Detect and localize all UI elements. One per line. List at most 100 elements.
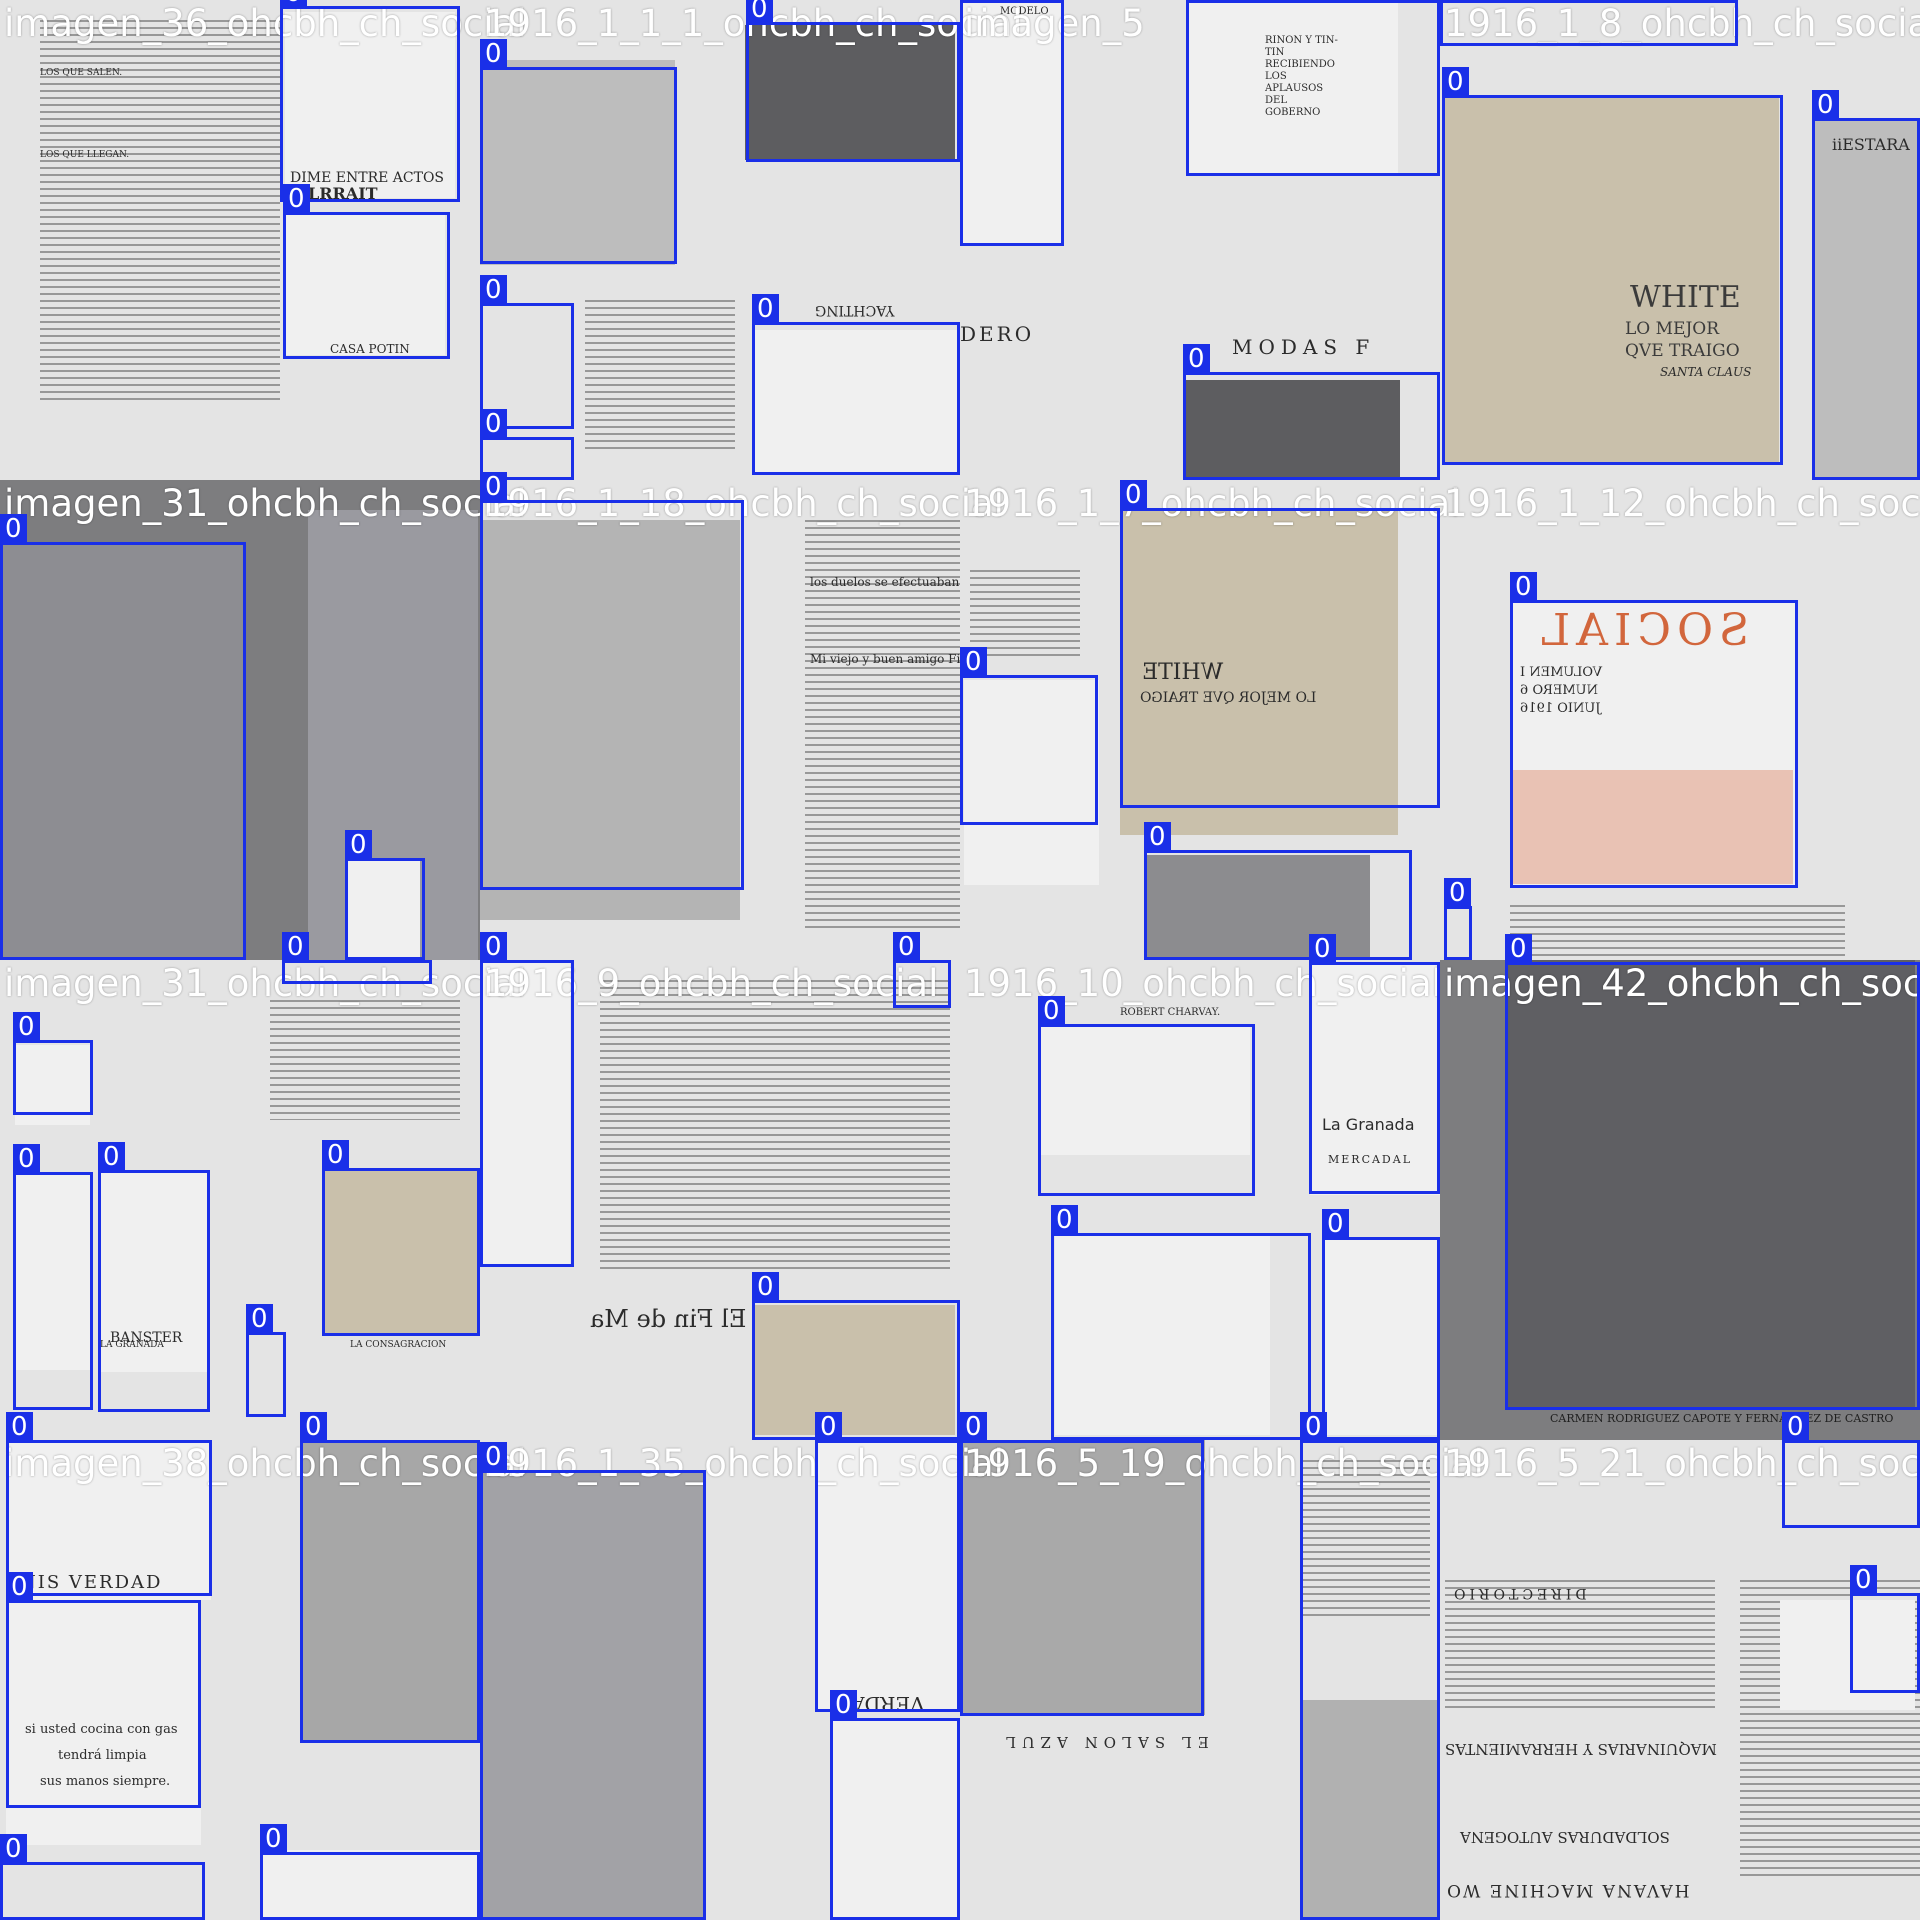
advertisement <box>285 215 445 355</box>
portrait-photo <box>0 545 245 960</box>
body-text: los duelos se efectuaban a pie <box>810 575 960 589</box>
class-label: 0 <box>1812 90 1839 120</box>
class-label: 0 <box>13 1144 40 1174</box>
detection-box: 0 <box>0 514 246 960</box>
caption-text: MERCADAL <box>1328 1153 1413 1166</box>
tile-7: WHITE LO MEJOR QVE TRAIGO <box>960 480 1440 960</box>
class-label: 0 <box>300 1412 327 1442</box>
tile-10: El Fin de Ma <box>480 960 960 1440</box>
caption-text: WHITE <box>1630 280 1741 315</box>
detection-box: 0 <box>1186 0 1440 176</box>
detection-box: 0 <box>283 184 450 359</box>
class-label: 0 <box>830 1690 857 1720</box>
section-heading: LOS QUE SALEN. <box>40 68 123 78</box>
text-column <box>270 1000 460 1120</box>
detection-box: 0 <box>280 0 460 202</box>
class-label: 0 <box>480 409 507 439</box>
tile-5 <box>0 480 480 960</box>
text-column <box>1510 905 1845 960</box>
detection-box: 0 <box>893 932 951 1008</box>
tile-4: WHITE LO MEJOR QVE TRAIGO SANTA CLAUS ii… <box>1440 0 1920 480</box>
class-label: 0 <box>480 472 507 502</box>
detection-box: 0 <box>322 1140 480 1336</box>
text-column <box>40 20 280 400</box>
class-label: 0 <box>1444 878 1471 908</box>
detection-box: 0 <box>345 830 425 960</box>
class-label: 0 <box>752 294 779 324</box>
fashion-illustration <box>300 1440 480 1740</box>
class-label: 0 <box>1782 1412 1809 1442</box>
class-label: 0 <box>0 514 27 544</box>
detection-box: 0 <box>1505 934 1920 1410</box>
caption-text: si usted cocina con gas <box>25 1722 178 1737</box>
caption-text: HAVANA MACHINE WO <box>1445 1880 1690 1900</box>
fashion-advert <box>964 680 1099 885</box>
fashion-photo <box>1185 380 1400 480</box>
illustration <box>480 60 675 265</box>
detection-box: 0 <box>1183 344 1440 480</box>
class-label: 0 <box>480 39 507 69</box>
detection-box: 0 <box>480 39 677 264</box>
caption-text: sus manos siempre. <box>40 1774 171 1789</box>
detection-box: 0 <box>752 1272 960 1440</box>
detection-box: 0 <box>1322 1209 1440 1440</box>
caption-text: CASA POTIN <box>330 342 410 356</box>
tile-14: VERDA <box>480 1440 960 1920</box>
caption-text: MAQUINARIAS Y HERRAMIENTAS <box>1445 1740 1717 1758</box>
body-text: Mi viejo y buen amigo Filiber <box>810 652 960 666</box>
small-illustration <box>345 860 420 960</box>
caption-text: NIS VERDAD <box>20 1572 163 1593</box>
cover-floor <box>1512 770 1793 884</box>
detection-box: 0 <box>1300 1412 1440 1920</box>
text-column <box>805 520 960 930</box>
class-label: 0 <box>1186 0 1213 2</box>
class-label: 0 <box>480 275 507 305</box>
detection-box: 0 <box>960 647 1098 825</box>
detection-box: 0 <box>480 409 574 480</box>
detection-box: 0 <box>1144 822 1412 960</box>
detection-box: 0 <box>960 0 1064 246</box>
detection-box: 0 <box>746 0 960 162</box>
detection-box: 0 <box>282 932 432 984</box>
caption-text: DERO <box>960 322 1035 346</box>
illustration <box>1325 1240 1438 1435</box>
interior-photo <box>1300 1700 1440 1920</box>
illustration <box>15 1175 90 1370</box>
illustration <box>6 1440 211 1600</box>
dancing-couple-advert <box>98 1172 208 1372</box>
class-label: 0 <box>1850 1565 1877 1595</box>
caption-text: El Fin de Ma <box>590 1305 747 1333</box>
caption-text: SOLDADURAS AUTOGENA <box>1460 1828 1670 1846</box>
class-label: 0 <box>1322 1209 1349 1239</box>
shoe-advert <box>1310 965 1440 1195</box>
section-heading: LOS QUE LLEGAN. <box>40 150 130 160</box>
detection-box: 0 <box>815 1412 960 1712</box>
illustration <box>323 1170 478 1335</box>
illustration <box>480 960 570 1265</box>
class-label: 0 <box>893 932 920 962</box>
detection-box: 0 <box>1442 67 1783 465</box>
class-label: 0 <box>283 184 310 214</box>
illustration <box>830 1720 960 1920</box>
illustration <box>815 1440 960 1710</box>
class-label: 0 <box>282 932 309 962</box>
tile-15: EL SALON AZUL <box>960 1440 1440 1920</box>
class-label: 0 <box>1309 934 1336 964</box>
text-column <box>1300 1460 1430 1620</box>
dancing-couple-illustration <box>1055 1235 1270 1435</box>
tile-8: SOCIAL VOLUMEN I NUMERO 6 JUNIO 1916 <box>1440 480 1920 960</box>
class-label: 0 <box>1051 1205 1078 1235</box>
caption-text: MODELO <box>1000 6 1049 17</box>
class-label: 0 <box>1120 480 1147 510</box>
tile-2: YACHTING <box>480 0 960 480</box>
detection-box: 0 <box>300 1412 480 1743</box>
caption-text: DIME ENTRE ACTOS <box>290 170 445 186</box>
portrait-photo <box>480 1470 705 1920</box>
caption-text: MODAS F <box>1232 335 1376 359</box>
caption-text: DIRECTORIO <box>1450 1585 1587 1601</box>
tile-6: los duelos se efectuaban a pie Mi viejo … <box>480 480 960 960</box>
class-label: 0 <box>0 1834 27 1864</box>
detection-box: 0 <box>260 1824 480 1920</box>
class-label: 0 <box>6 1572 33 1602</box>
